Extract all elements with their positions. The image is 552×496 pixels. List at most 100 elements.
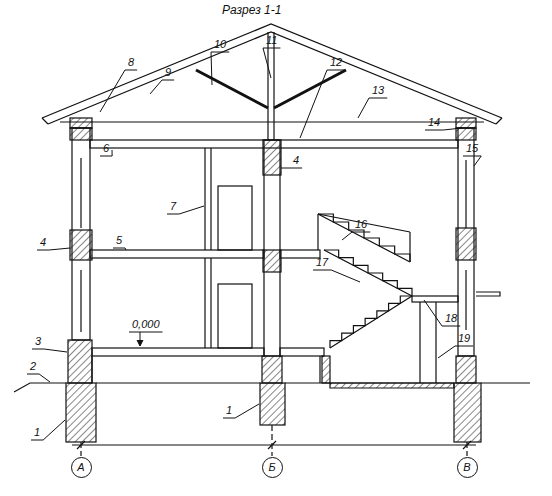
leader-underline <box>32 349 44 350</box>
callout-number: 17 <box>316 256 328 269</box>
rafter <box>48 32 496 124</box>
inner-wall <box>264 140 280 356</box>
leader-line <box>112 150 113 156</box>
plinth <box>262 356 282 383</box>
floor-base <box>330 383 454 388</box>
leader-underline <box>463 156 481 157</box>
leader-line <box>39 374 50 382</box>
leader-underline <box>100 156 112 157</box>
leader-underline <box>129 332 163 333</box>
axis-letter: Б <box>268 461 275 473</box>
callout-number: 11 <box>266 34 277 47</box>
wall-plate <box>456 118 476 128</box>
floor-support <box>92 356 320 383</box>
callout-number: 15 <box>466 142 478 155</box>
leader-underline <box>31 440 43 441</box>
leader-underline <box>162 80 174 81</box>
leader-underline <box>369 98 387 99</box>
leader-line <box>49 248 70 250</box>
floor-slab <box>90 250 264 258</box>
callout-number: 2 <box>30 360 36 373</box>
leader-underline <box>113 248 125 249</box>
leader-line <box>43 420 65 440</box>
wall-plate <box>70 118 92 128</box>
leader-underline <box>313 270 331 271</box>
callout-number: 1 <box>34 426 40 439</box>
attic-floor <box>90 140 458 148</box>
leader-underline <box>263 48 280 49</box>
leader-underline <box>223 418 235 419</box>
leader-underline <box>27 374 39 375</box>
axis-letter: А <box>77 461 84 473</box>
canopy <box>476 292 500 296</box>
door <box>218 284 252 348</box>
ground-floor <box>280 348 324 356</box>
leader-line <box>179 206 204 214</box>
callout-number: 1 <box>226 404 232 417</box>
callout-number: 6 <box>103 142 109 155</box>
leader-line <box>150 80 162 94</box>
callout-number: 12 <box>330 56 342 69</box>
section-title: Разрез 1-1 <box>222 4 281 17</box>
callout-number: 19 <box>458 332 470 345</box>
callout-number: 7 <box>170 200 176 213</box>
level-arrow <box>137 340 143 346</box>
leader-line <box>263 48 271 78</box>
footing <box>260 383 285 425</box>
leader-line <box>211 52 212 85</box>
ground-line <box>14 383 66 392</box>
axis-letter: В <box>463 461 470 473</box>
axis-bubble: Б <box>262 457 283 478</box>
callout-number: 18 <box>445 312 457 325</box>
leader-line <box>125 248 127 250</box>
callout-number: 4 <box>40 236 46 249</box>
callout-number: 3 <box>35 335 41 348</box>
dimension-line <box>72 441 476 449</box>
lintel <box>70 230 92 260</box>
leader-underline <box>167 214 179 215</box>
callout-number: 10 <box>214 38 226 51</box>
leader-line <box>100 70 125 112</box>
footing <box>454 383 481 442</box>
callout-number: 8 <box>128 56 134 69</box>
footing <box>66 383 96 442</box>
leader-underline <box>37 250 49 251</box>
lintel <box>263 250 281 272</box>
leader-line <box>424 300 442 326</box>
axis-bubble: В <box>457 457 478 478</box>
landing <box>412 296 458 302</box>
leader-underline <box>290 168 302 169</box>
axis-line <box>81 425 467 456</box>
callout-number: 5 <box>116 234 122 247</box>
leader-line <box>300 70 327 138</box>
window <box>81 158 466 332</box>
leader-underline <box>442 326 460 327</box>
railing <box>318 214 410 262</box>
leader-underline <box>425 130 443 131</box>
ground-floor <box>92 348 264 356</box>
callout-number: 9 <box>165 66 171 79</box>
leader-line <box>331 270 360 282</box>
leader-line <box>235 404 259 418</box>
leader-line <box>474 156 481 166</box>
stair <box>318 214 412 348</box>
plinth <box>456 356 476 383</box>
leader-line <box>281 168 290 169</box>
leader-line <box>438 346 455 358</box>
tie-beam <box>60 121 484 122</box>
leader-underline <box>211 52 229 53</box>
floor-slab <box>280 250 320 258</box>
callout-number: 16 <box>355 218 367 231</box>
lintel <box>456 128 476 140</box>
leader-line <box>44 349 67 352</box>
callout-number: 13 <box>372 84 384 97</box>
leader-line <box>443 128 462 130</box>
lintel <box>456 228 476 260</box>
level-mark: 0,000 <box>132 318 160 331</box>
leader-underline <box>352 232 370 233</box>
leader-line <box>358 98 369 118</box>
door <box>218 186 252 250</box>
stair-stringer <box>318 214 412 348</box>
callout-number: 14 <box>428 116 440 129</box>
